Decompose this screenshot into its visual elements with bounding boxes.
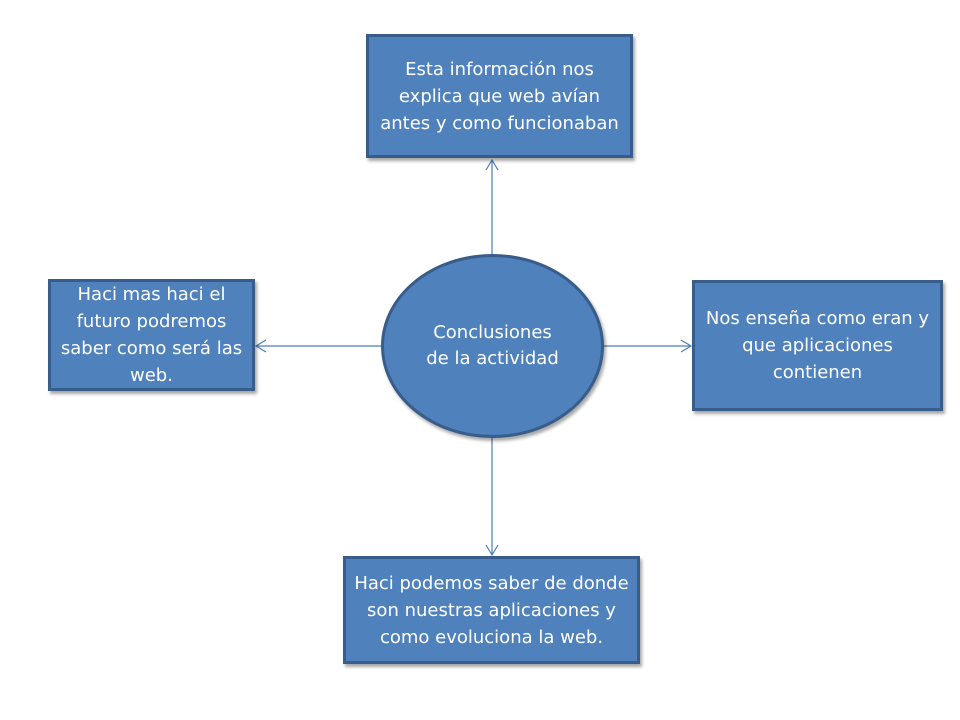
node-top-box: Esta información nos explica que web aví… — [366, 34, 633, 158]
node-right-box: Nos enseña como eran y que aplicaciones … — [692, 280, 943, 411]
center-ellipse: Conclusiones de la actividad — [381, 254, 604, 438]
arrowhead-top — [485, 158, 499, 171]
node-left-box: Haci mas haci el futuro podremos saber c… — [48, 279, 255, 391]
node-bottom-box: Haci podemos saber de donde son nuestras… — [343, 556, 640, 664]
node-bottom-text: Haci podemos saber de donde son nuestras… — [354, 572, 629, 648]
arrowhead-right — [680, 339, 693, 353]
center-text: Conclusiones de la actividad — [426, 322, 559, 369]
node-right-text: Nos enseña como eran y que aplicaciones … — [705, 308, 930, 383]
node-left-text: Haci mas haci el futuro podremos saber c… — [60, 284, 243, 386]
node-top-text: Esta información nos explica que web aví… — [380, 58, 619, 134]
arrowhead-left — [254, 339, 267, 353]
arrowhead-bottom — [485, 544, 499, 557]
